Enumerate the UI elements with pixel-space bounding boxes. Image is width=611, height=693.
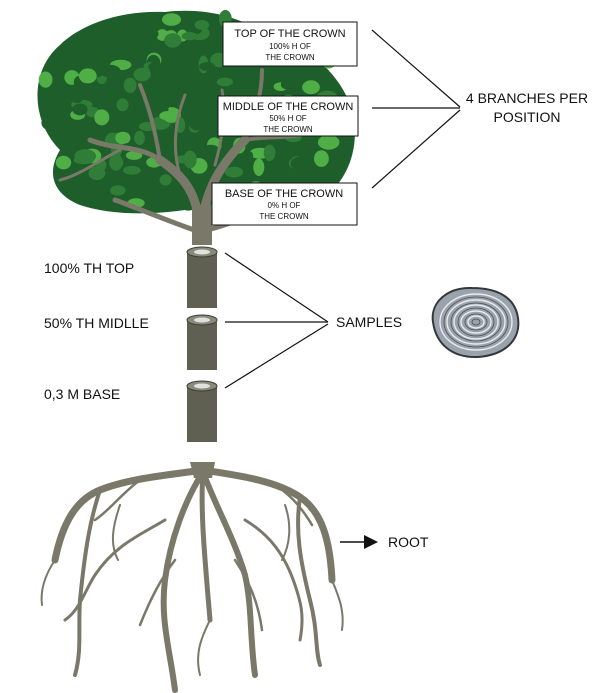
leaf-blob	[305, 142, 315, 150]
samples-connector-lines	[225, 253, 328, 388]
leaf-blob	[150, 63, 167, 72]
trunk-disc-icon	[187, 315, 217, 370]
leaf-blob	[39, 72, 53, 88]
leaf-blob	[160, 174, 172, 185]
crown-box-middle: MIDDLE OF THE CROWN 50% H OF THE CROWN	[218, 96, 358, 136]
leaf-blob	[184, 151, 197, 169]
leaf-blob	[109, 176, 121, 184]
trunk-disc-icon	[187, 247, 217, 308]
leaf-blob	[225, 167, 243, 178]
leaf-blob	[217, 78, 233, 87]
crown-box-title: MIDDLE OF THE CROWN	[223, 101, 354, 113]
crown-box-sub: 50% H OF	[269, 114, 306, 123]
stem-label-base: 0,3 M BASE	[44, 386, 120, 402]
crown-box-top: TOP OF THE CROWN 100% H OF THE CROWN	[223, 22, 357, 66]
leaf-blob	[302, 80, 320, 94]
leaf-blob	[77, 35, 89, 47]
leaf-blob	[264, 145, 276, 162]
crown-box-title: TOP OF THE CROWN	[234, 28, 345, 40]
root-system	[42, 462, 343, 690]
leaf-blob	[123, 166, 141, 175]
stem-label-middle: 50% TH MIDLLE	[44, 315, 149, 331]
leaf-blob	[133, 68, 150, 81]
leaf-blob	[243, 151, 253, 160]
leaf-blob	[159, 111, 177, 120]
wood-cross-section-icon	[433, 288, 519, 357]
arrow-right-icon	[340, 535, 378, 549]
leaf-blob	[79, 68, 97, 83]
leaf-blob	[140, 181, 157, 192]
trunk-disc-icon	[187, 381, 217, 442]
leaf-blob	[124, 78, 137, 93]
leaf-blob	[314, 150, 329, 167]
leaf-blob	[121, 21, 140, 34]
crown-box-sub: 100% H OF	[269, 42, 311, 51]
root-label: ROOT	[388, 534, 429, 550]
crown-box-sub: THE CROWN	[263, 125, 313, 134]
leaf-blob	[113, 38, 127, 47]
crown-box-title: BASE OF THE CROWN	[225, 188, 343, 200]
leaf-blob	[189, 100, 199, 114]
leaf-blob	[253, 159, 264, 177]
branches-label-line1: 4 BRANCHES PER	[466, 90, 588, 106]
samples-label: SAMPLES	[336, 314, 402, 330]
leaf-blob	[318, 135, 340, 150]
leaf-blob	[147, 29, 159, 38]
leaf-blob	[291, 157, 309, 171]
leaf-blob	[94, 109, 109, 125]
leaf-blob	[115, 132, 130, 145]
crown-box-sub: THE CROWN	[259, 212, 309, 221]
leaf-blob	[94, 34, 104, 50]
crown-box-sub: 0% H OF	[268, 201, 301, 210]
leaf-blob	[162, 13, 181, 26]
leaf-blob	[72, 104, 87, 116]
leaf-blob	[182, 32, 198, 40]
leaf-blob	[41, 115, 61, 131]
leaf-blob	[282, 145, 293, 160]
stem-samples	[187, 247, 217, 442]
leaf-blob	[74, 149, 96, 163]
leaf-blob	[134, 131, 145, 145]
crown-box-sub: THE CROWN	[265, 53, 315, 62]
branches-label-line2: POSITION	[494, 109, 561, 125]
leaf-blob	[56, 156, 71, 170]
crown-box-base: BASE OF THE CROWN 0% H OF THE CROWN	[212, 183, 357, 225]
leaf-blob	[188, 113, 204, 130]
leaf-blob	[199, 62, 215, 71]
leaf-blob	[164, 33, 181, 47]
leaf-blob	[117, 98, 129, 111]
leaf-blob	[99, 65, 121, 77]
leaf-blob	[195, 20, 210, 30]
leaf-blob	[105, 124, 122, 133]
branches-connector-lines	[372, 30, 460, 188]
leaf-blob	[110, 185, 126, 195]
trunk	[192, 205, 212, 245]
stem-label-top: 100% TH TOP	[44, 260, 134, 276]
leaf-blob	[178, 67, 199, 83]
leaf-blob	[71, 91, 84, 103]
leaf-blob	[281, 79, 296, 89]
